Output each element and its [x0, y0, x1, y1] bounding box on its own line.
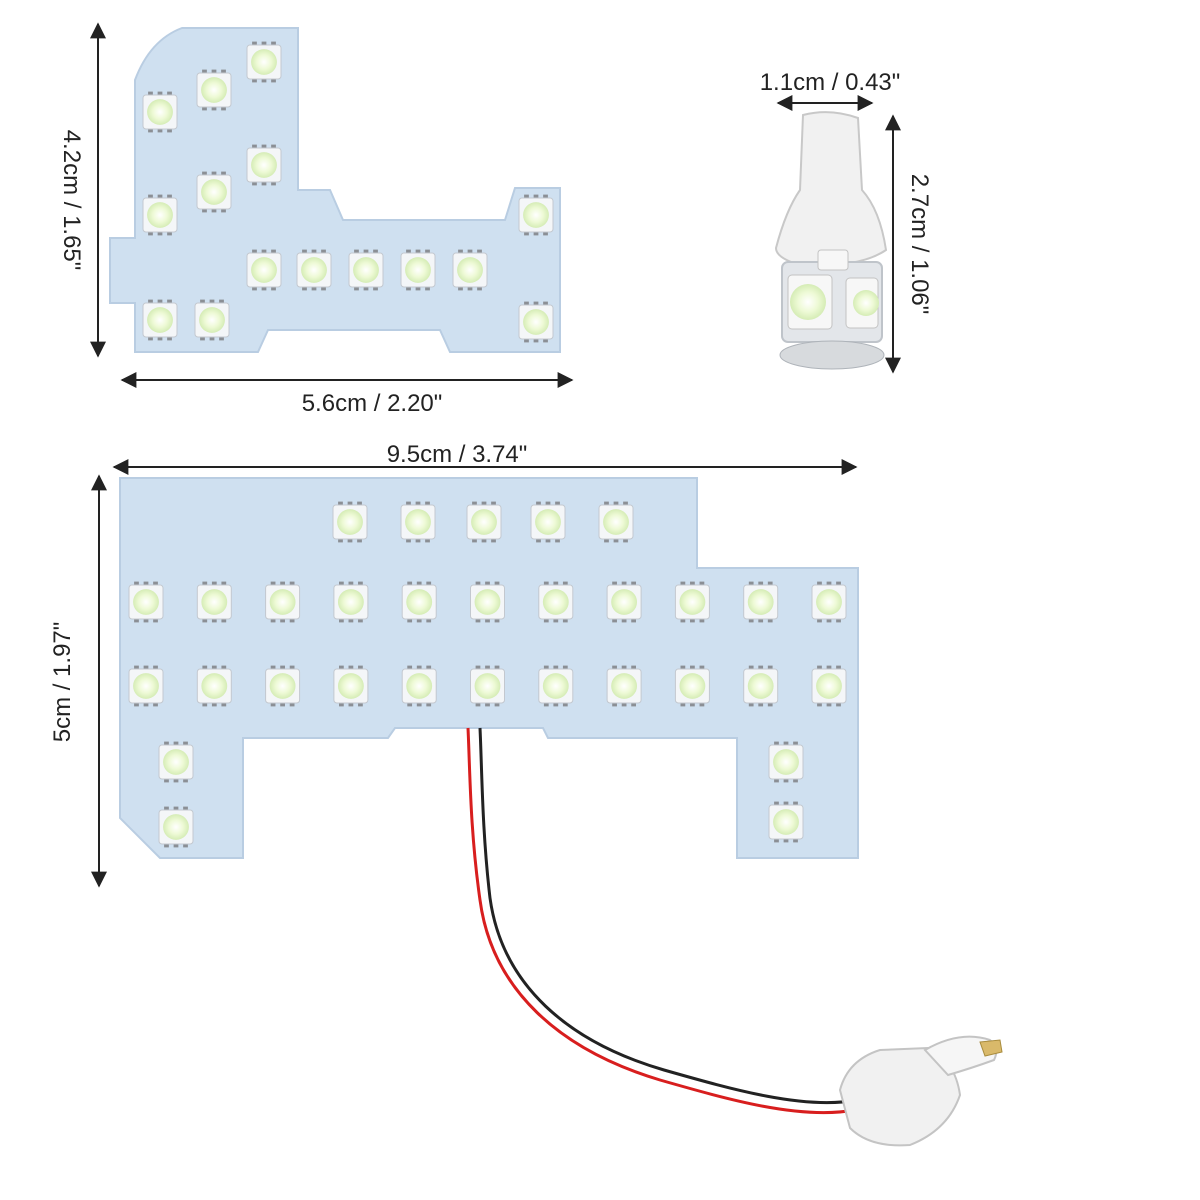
smd-led — [158, 806, 194, 848]
smd-led — [811, 581, 847, 623]
small-panel-board — [109, 27, 561, 353]
smd-led — [400, 501, 436, 543]
small-panel-leds — [142, 41, 554, 343]
smd-led — [196, 69, 232, 111]
smd-led — [400, 249, 436, 291]
smd-led — [518, 194, 554, 236]
smd-led — [158, 741, 194, 783]
small-panel-height-label: 4.2cm / 1.65" — [58, 130, 85, 271]
smd-led — [246, 249, 282, 291]
smd-led — [538, 665, 574, 707]
t10-bulb — [774, 111, 888, 370]
large-panel-width-dimension: 9.5cm / 3.74" — [112, 441, 858, 475]
small-led-panel — [109, 27, 561, 353]
smd-led — [743, 665, 779, 707]
smd-led — [538, 581, 574, 623]
smd-led — [333, 665, 369, 707]
smd-led — [142, 91, 178, 133]
smd-led — [606, 665, 642, 707]
large-panel-height-label: 5cm / 1.97" — [49, 622, 76, 743]
large-panel-leds — [128, 501, 847, 848]
smd-led — [811, 665, 847, 707]
t10-plug — [838, 1035, 1003, 1147]
smd-led — [452, 249, 488, 291]
smd-led — [332, 501, 368, 543]
plug-contact — [979, 1039, 1003, 1057]
smd-led — [128, 665, 164, 707]
bulb-height-label: 2.7cm / 1.06" — [906, 174, 933, 315]
smd-led — [768, 741, 804, 783]
smd-led — [401, 581, 437, 623]
smd-led — [142, 299, 178, 341]
smd-led — [598, 501, 634, 543]
smd-led — [128, 581, 164, 623]
smd-led — [196, 665, 232, 707]
smd-led — [265, 581, 301, 623]
bulb-width-dimension: 1.1cm / 0.43" — [760, 69, 901, 111]
smd-led — [470, 581, 505, 623]
smd-led — [348, 249, 384, 291]
smd-led — [743, 581, 779, 623]
large-panel-height-dimension: 5cm / 1.97" — [49, 474, 107, 888]
bulb-bottom-cap — [779, 340, 885, 370]
power-wire — [466, 727, 858, 1115]
smd-led — [333, 581, 369, 623]
smd-led — [194, 299, 230, 341]
smd-led — [674, 581, 710, 623]
smd-led — [466, 501, 502, 543]
plug-body — [838, 1046, 962, 1147]
smd-led — [401, 665, 437, 707]
small-panel-width-label: 5.6cm / 2.20" — [302, 390, 443, 417]
smd-led — [246, 144, 282, 186]
bulb-height-dimension: 2.7cm / 1.06" — [885, 114, 933, 374]
smd-led — [470, 665, 505, 707]
large-led-panel — [119, 477, 859, 859]
smd-led — [518, 301, 554, 343]
smd-led — [246, 41, 282, 83]
bulb-side-led-core — [853, 290, 879, 316]
smd-led — [265, 665, 301, 707]
bulb-front-led-core — [790, 284, 826, 320]
large-panel-width-label: 9.5cm / 3.74" — [387, 441, 528, 468]
smd-led — [530, 501, 566, 543]
bulb-base — [774, 111, 888, 267]
smd-led — [142, 194, 178, 236]
smd-led — [606, 581, 642, 623]
small-panel-height-dimension: 4.2cm / 1.65" — [58, 22, 106, 358]
bulb-top-led — [817, 249, 849, 271]
smd-led — [296, 249, 332, 291]
smd-led — [674, 665, 710, 707]
small-panel-width-dimension: 5.6cm / 2.20" — [120, 372, 574, 417]
bulb-width-label: 1.1cm / 0.43" — [760, 69, 901, 96]
smd-led — [768, 801, 804, 843]
smd-led — [196, 171, 232, 213]
smd-led — [196, 581, 232, 623]
